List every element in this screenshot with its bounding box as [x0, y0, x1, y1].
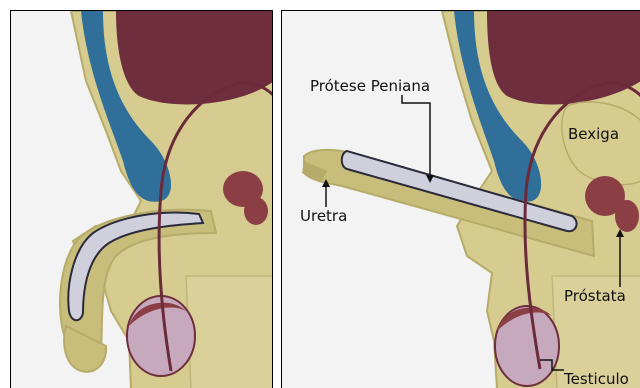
colon: [487, 11, 640, 104]
thigh-contour: [186, 276, 273, 388]
diagram-panel-flaccid: [10, 10, 273, 388]
anatomy-erect: Prótese Peniana Bexiga Uretra Próstata T…: [282, 11, 640, 388]
leader-protese: [402, 95, 430, 179]
colon: [116, 11, 273, 104]
prostate-lower: [615, 200, 639, 232]
label-bexiga: Bexiga: [568, 125, 619, 143]
label-uretra: Uretra: [300, 207, 347, 225]
diagram-panel-erect: Prótese Peniana Bexiga Uretra Próstata T…: [281, 10, 640, 388]
label-prostata: Próstata: [564, 287, 626, 305]
label-protese: Prótese Peniana: [310, 77, 430, 95]
label-testiculo: Testiculo: [563, 370, 629, 388]
prostate-lower: [244, 197, 268, 225]
anatomy-flaccid: [11, 11, 273, 388]
